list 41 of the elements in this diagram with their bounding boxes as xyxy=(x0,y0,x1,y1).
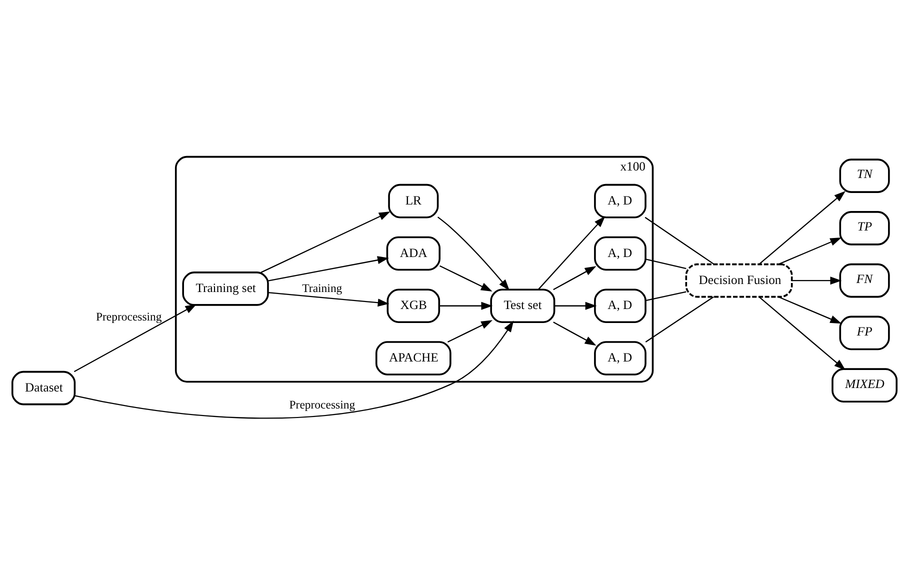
arrow xyxy=(778,237,842,264)
arrow xyxy=(554,301,597,310)
node-box: MIXED xyxy=(832,368,898,402)
connector xyxy=(644,216,714,264)
arrow xyxy=(440,264,492,292)
node-box: ADA xyxy=(386,236,440,270)
edge-label: Preprocessing xyxy=(289,398,356,411)
arrow xyxy=(260,211,390,272)
node-box: TN xyxy=(839,158,890,192)
node-box: Training set xyxy=(182,271,269,306)
connector xyxy=(645,296,714,342)
node-box: Test set xyxy=(490,288,556,323)
node-box: XGB xyxy=(386,288,440,323)
edge-label: Preprocessing xyxy=(96,310,162,324)
arrow xyxy=(758,296,846,370)
node-box: APACHE xyxy=(375,340,452,375)
arrow xyxy=(74,304,197,372)
arrow xyxy=(778,296,842,324)
node-box: LR xyxy=(388,183,439,218)
arrow xyxy=(268,291,390,306)
edge-label: Training xyxy=(302,281,342,294)
arrow xyxy=(553,266,596,290)
arrow xyxy=(447,320,493,342)
connector xyxy=(646,290,686,301)
arrow xyxy=(268,256,389,281)
node-box: FN xyxy=(839,262,890,298)
node-box: FP xyxy=(839,315,890,350)
node-box: A, D xyxy=(594,183,646,218)
node-box: TP xyxy=(839,210,890,245)
arrow xyxy=(758,190,846,264)
arrow xyxy=(792,276,842,284)
node-box: Dataset xyxy=(11,370,76,405)
arrow xyxy=(439,301,493,310)
arrow xyxy=(553,321,596,346)
node-box: A, D xyxy=(594,340,646,375)
node-box: A, D xyxy=(594,288,646,323)
node-box: Decision Fusion xyxy=(685,262,793,298)
arrow xyxy=(437,216,510,290)
arrow xyxy=(74,320,514,418)
arrow xyxy=(538,216,606,290)
node-box: A, D xyxy=(594,236,646,270)
